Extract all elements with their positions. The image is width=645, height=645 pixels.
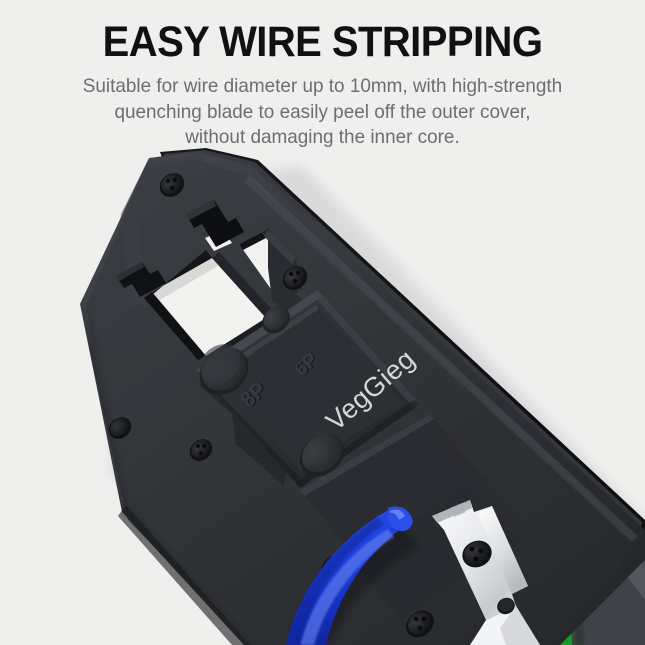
screw-mid-left (78, 258, 87, 282)
blade-screw-bottom (497, 597, 515, 615)
screw-top-right (282, 266, 308, 290)
screw-bottom-right (406, 610, 434, 638)
handle-blue (286, 506, 418, 645)
page-title: EASY WIRE STRIPPING (102, 18, 543, 66)
die-hole-small (262, 306, 290, 334)
screw-lower-left (189, 439, 213, 461)
screw-top-left (159, 173, 185, 197)
blade-screw-top (462, 540, 492, 568)
die-hole-large (199, 344, 249, 395)
page-subtitle: Suitable for wire diameter up to 10mm, w… (10, 66, 636, 151)
headline-block: EASY WIRE STRIPPING Suitable for wire di… (0, 0, 645, 151)
die-hole-bottom (299, 433, 345, 477)
subtitle-line-1: Suitable for wire diameter up to 10mm, w… (82, 75, 563, 97)
metal-blade (432, 500, 540, 645)
screw-bottom-left (108, 417, 132, 439)
tool-body: 8P 8P 6P 6P VegGieg (78, 148, 645, 645)
subtitle-line-2: quenching blade to easily peel off the o… (114, 100, 531, 123)
subtitle-line-3: without damaging the inner core. (185, 126, 460, 148)
